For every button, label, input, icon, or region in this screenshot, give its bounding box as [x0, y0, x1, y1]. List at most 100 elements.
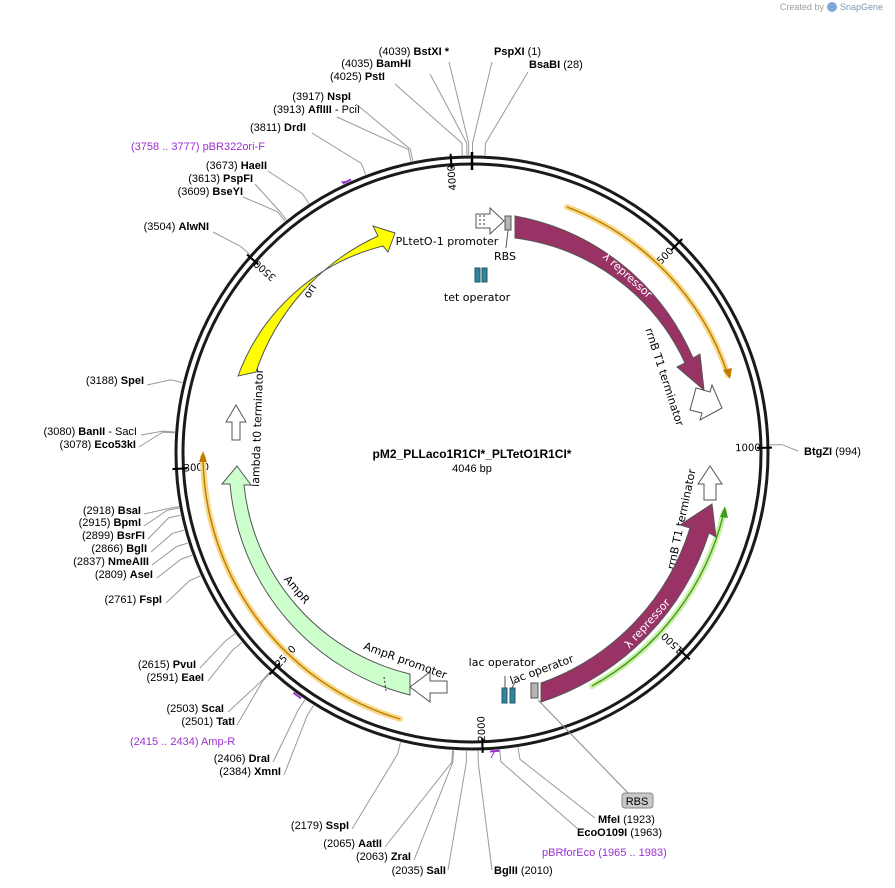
restriction-site[interactable]: BsaBI (28) [529, 59, 583, 71]
site-position: (2501) [181, 716, 216, 728]
site-position: (2615) [138, 659, 173, 671]
rbs-top-label: RBS [494, 250, 516, 263]
site-enzyme-name: BglI [126, 543, 147, 555]
plasmid-name: pM2_PLLaco1R1CI*_PLTetO1R1CI* [373, 447, 572, 461]
feature-lambda-repressor-top[interactable]: λ repressor [514, 215, 705, 392]
restriction-site[interactable]: (4035) BamHI [341, 58, 411, 70]
restriction-site[interactable]: (2915) BpmI [79, 517, 141, 529]
site-leader-line [242, 196, 286, 222]
restriction-site-label: (3504) AlwNI [144, 221, 209, 233]
tick-label: 2000 [476, 716, 488, 742]
site-leader-line [484, 71, 529, 156]
restriction-site[interactable]: PspXI (1) [494, 46, 541, 58]
restriction-site[interactable]: (3504) AlwNI [144, 221, 209, 233]
restriction-site[interactable]: (3188) SpeI [86, 375, 144, 387]
site-enzyme-name: PstI [365, 71, 385, 83]
site-enzyme-name: SalI [426, 865, 446, 877]
site-leader-line [227, 671, 271, 713]
restriction-site[interactable]: (2615) PvuI [138, 659, 196, 671]
primer[interactable]: (3758 .. 3777) pBR322ori-F [131, 141, 265, 153]
site-enzyme-name: AlwNI [178, 221, 209, 233]
orf-lambda-repressor-top[interactable] [564, 204, 732, 379]
feature-ori[interactable]: ori [237, 225, 396, 377]
primer[interactable]: pBRforEco (1965 .. 1983) [542, 847, 667, 859]
restriction-site[interactable]: (2035) SalI [392, 865, 446, 877]
restriction-site[interactable]: (3811) DrdI [250, 122, 306, 134]
restriction-site[interactable]: (3917) NspI [292, 91, 351, 103]
site-position: (3811) [250, 122, 284, 134]
rbs-callout[interactable]: RBS [537, 699, 654, 809]
site-enzyme-name: SspI [326, 820, 349, 832]
restriction-site[interactable]: EcoO109I (1963) [577, 827, 662, 839]
orf-ampr[interactable] [199, 451, 403, 722]
site-leader-lines [138, 61, 799, 871]
restriction-site-label: BsaBI (28) [529, 59, 583, 71]
restriction-site[interactable]: (2501) TatI [181, 716, 235, 728]
tick-mark [671, 238, 683, 251]
restriction-site[interactable]: (2761) FspI [105, 594, 162, 606]
site-leader-line [283, 705, 314, 776]
tick-mark [246, 253, 259, 266]
site-position: (28) [563, 59, 583, 71]
restriction-site[interactable]: (3080) BanII - SacI [43, 426, 137, 438]
restriction-site[interactable]: (3078) Eco53kI [60, 439, 136, 451]
site-enzyme-name: BglII [494, 865, 521, 877]
site-enzyme-name: BamHI [376, 58, 411, 70]
feature-lambda-t0-terminator[interactable]: lambda t0 terminator [225, 368, 266, 487]
site-enzyme-name: SpeI [121, 375, 144, 387]
restriction-site[interactable]: (2503) ScaI [167, 703, 225, 715]
restriction-site[interactable]: MfeI (1923) [598, 814, 655, 826]
site-enzyme-name: ZraI [391, 851, 411, 863]
site-position: (3188) [86, 375, 121, 387]
created-by-label: Created by [779, 2, 824, 12]
site-leader-line [212, 231, 251, 255]
site-enzyme-name: PspXI [494, 46, 528, 58]
restriction-site[interactable]: (2384) XmnI [219, 766, 281, 778]
restriction-site[interactable]: (3673) HaeII [206, 160, 267, 172]
restriction-site[interactable]: (2899) BsrFI [82, 530, 145, 542]
site-enzyme-name: NmeAIII [108, 556, 149, 568]
restriction-site[interactable]: (4039) BstXI * [379, 46, 450, 58]
restriction-site[interactable]: (2179) SspI [291, 820, 349, 832]
restriction-site[interactable]: (2809) AseI [95, 569, 153, 581]
restriction-site[interactable]: (2837) NmeAIII [73, 556, 149, 568]
restriction-site[interactable]: (2591) EaeI [147, 672, 205, 684]
feature-ampr[interactable]: AmpR [220, 465, 411, 696]
site-leader-line [143, 506, 179, 515]
restriction-site[interactable]: (4025) PstI [330, 71, 385, 83]
primer-leader-line [340, 180, 347, 183]
snapgene-branding: Created by SnapGene [780, 2, 883, 12]
site-position: (3673) [206, 160, 241, 172]
site-position: (3609) [178, 186, 213, 198]
site-leader-line [147, 514, 181, 540]
restriction-site[interactable]: (2406) DraI [214, 753, 270, 765]
site-leader-line [199, 633, 236, 669]
restriction-site-label: (2179) SspI [291, 820, 349, 832]
restriction-site[interactable]: (3913) AflIII - PciI [273, 104, 360, 116]
restriction-site[interactable]: (3613) PspFI [188, 173, 253, 185]
restriction-site-label: (2761) FspI [105, 594, 162, 606]
site-leader-line [165, 575, 201, 604]
feature-pltet-promoter[interactable]: PLtetO-1 promoter [396, 206, 505, 248]
restriction-site[interactable]: BtgZI (994) [804, 446, 861, 458]
site-enzyme-name: BtgZI [804, 446, 835, 458]
orf-lambda-repressor-bottom[interactable] [589, 506, 728, 689]
feature-lambda-repressor-bottom[interactable]: λ repressor [540, 503, 717, 703]
feature-rbs-top[interactable]: RBS [494, 215, 516, 263]
restriction-site[interactable]: (3609) BseYI [178, 186, 243, 198]
site-enzyme-name-2: - SacI [105, 426, 137, 438]
site-enzyme-name: BseYI [212, 186, 243, 198]
primer[interactable]: (2415 .. 2434) Amp-R [130, 736, 235, 748]
restriction-site[interactable]: (2866) BglI [91, 543, 147, 555]
restriction-site[interactable]: (2065) AatII [323, 838, 382, 850]
restriction-site[interactable]: BglII (2010) [494, 865, 553, 877]
site-leader-line [138, 431, 175, 448]
feature-rbs-bottom[interactable] [530, 682, 539, 699]
feature-tet-operator[interactable]: tet operator [444, 267, 511, 304]
site-position: (1923) [623, 814, 655, 826]
restriction-site[interactable]: (2918) BsaI [83, 505, 141, 517]
restriction-site[interactable]: (2063) ZraI [356, 851, 411, 863]
restriction-site-label: (4039) BstXI * [379, 46, 450, 58]
lambda-t0-terminator-label: lambda t0 terminator [249, 368, 266, 487]
